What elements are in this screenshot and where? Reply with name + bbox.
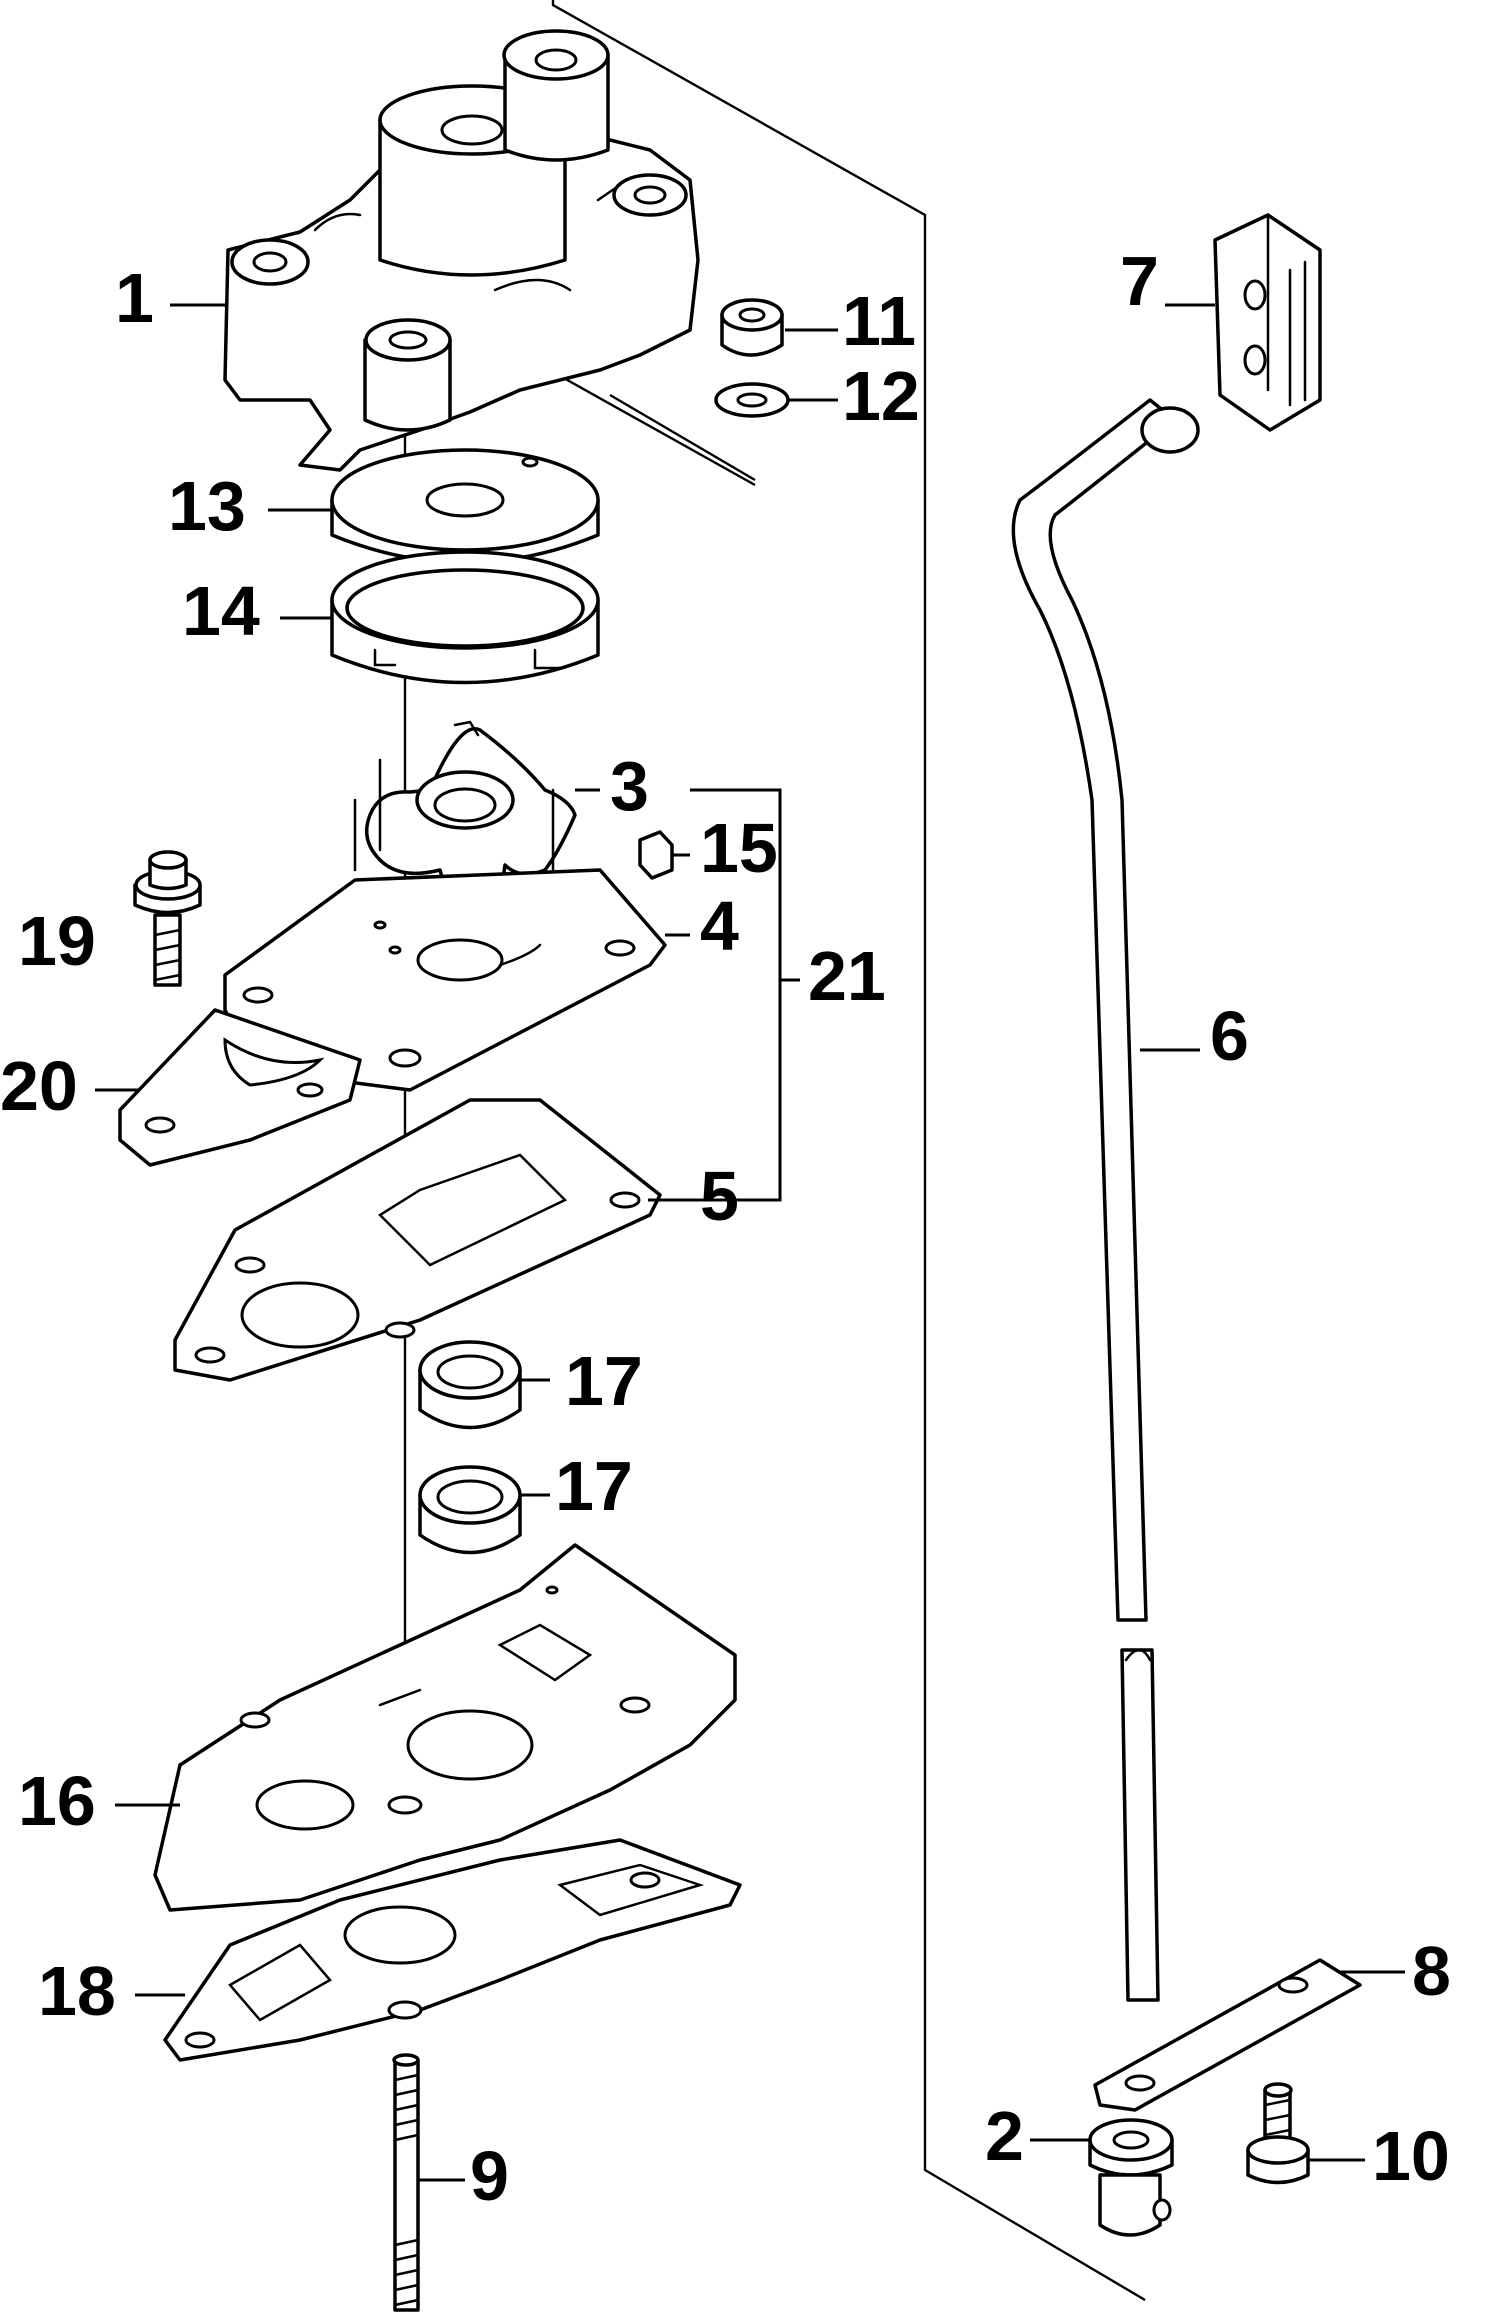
callout-3: 3 — [610, 747, 649, 825]
callout-13: 13 — [168, 467, 246, 545]
pump-liner — [330, 550, 600, 685]
callout-15: 15 — [700, 809, 778, 887]
callout-11: 11 — [842, 282, 916, 360]
callout-7: 7 — [1120, 242, 1159, 320]
gasket-plate — [118, 1008, 362, 1167]
callout-14: 14 — [182, 572, 260, 650]
pump-insert-plate — [330, 448, 600, 565]
pump-case-lower — [153, 1543, 737, 1912]
callout-18: 18 — [38, 1952, 116, 2030]
impeller-key — [638, 830, 674, 880]
bracket — [1093, 1958, 1362, 2112]
callout-10: 10 — [1372, 2117, 1450, 2195]
oil-seal-lower — [418, 1465, 522, 1555]
callout-17-lower: 17 — [555, 1447, 633, 1525]
pump-gasket — [173, 1098, 662, 1382]
pump-case — [223, 29, 700, 472]
lower-gasket — [163, 1838, 742, 2062]
callout-9: 9 — [470, 2137, 509, 2215]
bracket-bolt — [1246, 2082, 1310, 2185]
callout-4: 4 — [700, 887, 739, 965]
nut — [720, 298, 784, 357]
callout-6: 6 — [1210, 997, 1249, 1075]
lower-grommet — [1088, 2118, 1174, 2237]
bolt — [133, 850, 202, 987]
callout-labels: 1 11 12 13 14 7 3 15 21 4 19 20 6 5 17 1… — [0, 242, 1451, 2215]
grommet — [1213, 213, 1322, 432]
callout-21: 21 — [808, 937, 886, 1015]
callout-16: 16 — [18, 1762, 96, 1840]
callout-20: 20 — [0, 1047, 78, 1125]
oil-seal-upper — [418, 1340, 522, 1430]
callout-8: 8 — [1412, 1932, 1451, 2010]
callout-5: 5 — [700, 1157, 739, 1235]
washer — [714, 382, 790, 418]
water-tube — [1011, 398, 1200, 2002]
callout-1: 1 — [115, 259, 154, 337]
leader-lines — [95, 303, 1405, 2182]
callout-2: 2 — [985, 2097, 1024, 2175]
callout-19: 19 — [18, 902, 96, 980]
callout-12: 12 — [842, 357, 920, 435]
callout-17-upper: 17 — [565, 1342, 643, 1420]
stud-bolt — [392, 2053, 420, 2312]
